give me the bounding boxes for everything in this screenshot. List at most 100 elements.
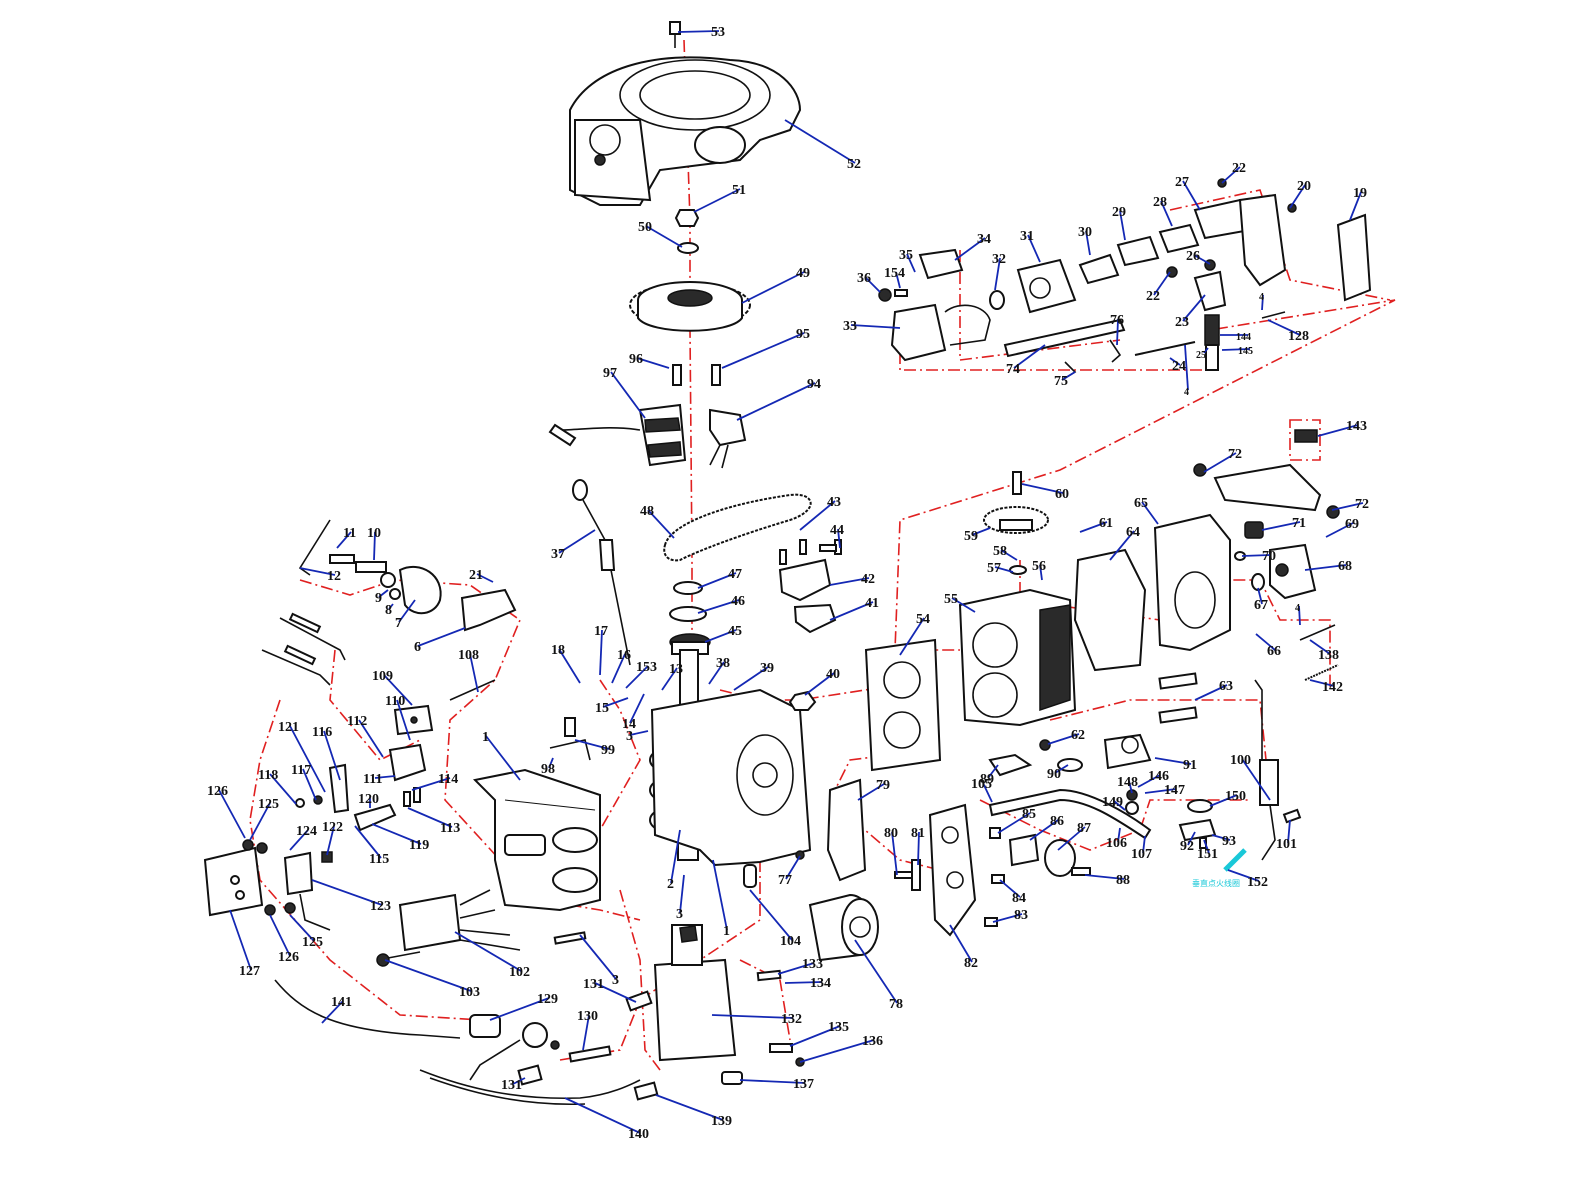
part-label: 69 — [1345, 517, 1359, 532]
coil-bolts-part — [672, 364, 721, 386]
part-label: 74 — [1006, 362, 1020, 377]
part-label: 102 — [509, 965, 530, 980]
leader-line — [611, 653, 626, 684]
throttle-linkage-part — [298, 519, 442, 615]
part-label: 117 — [291, 763, 311, 778]
part-label: 95 — [796, 327, 810, 342]
belt-guard-part — [778, 539, 842, 634]
part-label: 57 — [987, 561, 1001, 576]
bolt-3-part — [553, 931, 587, 945]
leader-line — [1137, 774, 1161, 788]
o-ring-part — [1251, 573, 1265, 591]
part-label: 47 — [728, 567, 742, 582]
part-label: 142 — [1322, 680, 1343, 695]
exhaust-cover-part — [989, 827, 1091, 877]
leader-line — [599, 629, 603, 676]
leader-line — [1182, 294, 1206, 322]
leader-line — [697, 572, 737, 589]
filter-element-part — [1294, 429, 1318, 443]
pulser-coil-part — [709, 408, 747, 469]
part-label: 154 — [884, 266, 905, 281]
mount-bracket-part — [388, 743, 427, 807]
cover-gasket-part — [1073, 548, 1147, 672]
leader-line — [677, 30, 720, 33]
part-label: 136 — [862, 1034, 883, 1049]
part-label: 22 — [1146, 289, 1160, 304]
intake-assembly-part — [878, 193, 1372, 362]
leader-line — [1289, 184, 1306, 209]
part-label: 103 — [459, 985, 480, 1000]
control-bracket-part — [460, 588, 517, 632]
part-label: 75 — [1054, 374, 1068, 389]
part-label: 82 — [964, 956, 978, 971]
part-label: 137 — [793, 1077, 814, 1092]
leader-line — [373, 531, 376, 561]
leader-line — [784, 119, 856, 164]
leader-line — [693, 188, 741, 213]
leader-line — [1160, 200, 1173, 227]
relay-box-part — [393, 704, 434, 736]
part-label: 83 — [1014, 908, 1028, 923]
part-label: 109 — [372, 669, 393, 684]
part-label: 77 — [778, 873, 792, 888]
leader-line — [951, 597, 976, 613]
leader-line — [326, 825, 335, 856]
leader-line — [1021, 483, 1064, 494]
part-label: 18 — [551, 643, 565, 658]
part-label: 4 — [1295, 603, 1300, 614]
leader-line — [564, 1097, 641, 1134]
leader-line — [398, 599, 416, 623]
part-label: 133 — [802, 957, 823, 972]
part-label: 90 — [1047, 767, 1061, 782]
leader-line — [374, 775, 396, 779]
part-label: 96 — [629, 352, 643, 367]
leader-line — [655, 1094, 724, 1121]
part-label: 84 — [1012, 891, 1026, 906]
part-label: 29 — [1112, 205, 1126, 220]
part-label: 146 — [1148, 769, 1169, 784]
leader-line — [1227, 869, 1260, 882]
leader-line — [574, 739, 610, 750]
leader-line — [1241, 554, 1271, 557]
control-rod-part — [449, 679, 496, 701]
part-label: 130 — [577, 1009, 598, 1024]
leader-line — [1184, 344, 1189, 391]
part-label: 27 — [1175, 175, 1189, 190]
bolt-83-part — [984, 917, 998, 927]
part-label: 100 — [1230, 753, 1251, 768]
leader-line — [1013, 344, 1046, 369]
leader-line — [1349, 191, 1362, 221]
leader-line — [999, 879, 1021, 898]
part-label: 52 — [847, 157, 861, 172]
leader-line — [1116, 318, 1119, 346]
part-label: 53 — [711, 25, 725, 40]
part-label: 79 — [876, 778, 890, 793]
part-label: 49 — [796, 266, 810, 281]
leader-line — [1119, 210, 1126, 241]
leader-line — [1203, 839, 1210, 854]
leader-line — [1079, 521, 1108, 533]
part-label: 144 — [1236, 332, 1251, 343]
leader-line — [1331, 502, 1364, 511]
leader-line — [712, 859, 728, 931]
part-label: 16 — [617, 648, 631, 663]
crankcase-gasket-part — [826, 778, 867, 882]
part-label: 129 — [537, 992, 558, 1007]
part-label: 42 — [861, 572, 875, 587]
part-label: 106 — [1106, 836, 1127, 851]
leader-line — [354, 825, 382, 859]
leader-line — [218, 789, 246, 839]
part-label: 148 — [1117, 775, 1138, 790]
oil-filter-part — [808, 893, 879, 962]
leader-line — [1113, 800, 1126, 811]
leader-line — [1027, 234, 1041, 263]
part-label: 81 — [911, 826, 925, 841]
part-label: 60 — [1055, 487, 1069, 502]
leader-line — [629, 730, 649, 736]
ignition-coil-note: 垂直点火线圈 — [1192, 878, 1240, 888]
part-label: 41 — [865, 596, 879, 611]
part-label: 37 — [551, 547, 565, 562]
leader-line — [994, 257, 1001, 291]
